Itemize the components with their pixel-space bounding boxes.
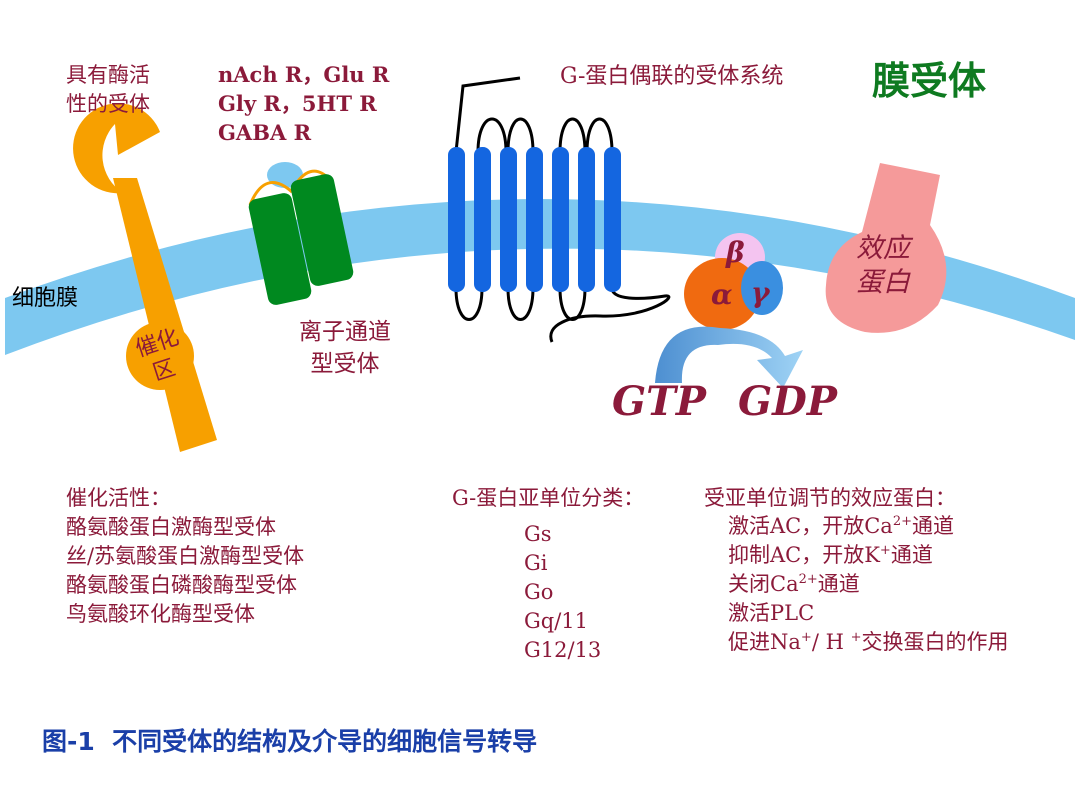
effector-list-heading: 受亚单位调节的效应蛋白： (704, 486, 956, 510)
ion-channel-label-line: 型受体 (310, 351, 380, 377)
effector-item: 促进Na+/ H +交换蛋白的作用 (728, 630, 1009, 654)
catalytic-activity-item: 鸟氨酸环化酶型受体 (66, 602, 255, 626)
ion-receptor-list-item: GABA R (218, 120, 312, 145)
enzyme-receptor-label-line: 性的受体 (66, 92, 150, 116)
effector-list: 激活AC，开放Ca2+通道 抑制AC，开放K+通道 关闭Ca2+通道 激活PLC… (728, 512, 1008, 657)
catalytic-activity-item: 酪氨酸蛋白激酶型受体 (66, 515, 276, 539)
beta-label: β (726, 236, 745, 269)
gamma-label: γ (751, 276, 770, 309)
g-subunit-heading: G-蛋白亚单位分类： (452, 486, 645, 510)
catalytic-activity-heading: 催化活性： (66, 486, 171, 510)
enzyme-receptor-shape (73, 103, 217, 452)
alpha-label: α (711, 278, 733, 311)
effector-item: 激活PLC (728, 601, 815, 625)
ion-receptor-list: nAch R，Glu R Gly R，5HT R GABA R (218, 60, 389, 147)
effector-label-line: 效应 (856, 233, 910, 264)
ion-channel-label: 离子通道 型受体 (290, 316, 400, 380)
g-subunit-list: Gs Gi Go Gq/11 G12/13 (524, 520, 601, 665)
effector-label: 效应 蛋白 (856, 232, 910, 300)
enzyme-receptor-label: 具有酶活 性的受体 (66, 61, 150, 119)
enzyme-receptor-label-line: 具有酶活 (66, 63, 150, 87)
g-subunit-item: Gi (524, 551, 548, 575)
main-title: 膜受体 (872, 59, 987, 103)
effector-item: 抑制AC，开放K+通道 (728, 543, 933, 567)
effector-item: 激活AC，开放Ca2+通道 (728, 514, 954, 538)
effector-item: 关闭Ca2+通道 (728, 572, 860, 596)
effector-label-line: 蛋白 (856, 267, 910, 298)
g-protein-shape (684, 233, 783, 330)
catalytic-activity-list: 催化活性： 酪氨酸蛋白激酶型受体 丝/苏氨酸蛋白激酶型受体 酪氨酸蛋白磷酸酶型受… (66, 484, 304, 629)
effector-protein-shape (825, 163, 947, 333)
gtp-label: GTP (612, 378, 707, 425)
gpcr-shape (448, 76, 671, 343)
gamma-subunit (741, 261, 783, 315)
catalytic-activity-item: 丝/苏氨酸蛋白激酶型受体 (66, 544, 305, 568)
catalytic-activity-item: 酪氨酸蛋白磷酸酶型受体 (66, 573, 297, 597)
ion-receptor-list-item: nAch R，Glu R (218, 62, 390, 87)
alpha-subunit (684, 258, 760, 330)
g-subunit-item: G12/13 (524, 638, 602, 662)
gdp-label: GDP (738, 378, 837, 425)
g-subunit-item: Go (524, 580, 554, 604)
g-subunit-item: Gs (524, 522, 552, 546)
ion-channel-label-line: 离子通道 (299, 319, 391, 345)
figure-caption: 图-1 不同受体的结构及介导的细胞信号转导 (42, 727, 538, 756)
ion-channel-shape (248, 162, 354, 305)
cell-membrane-label: 细胞膜 (12, 286, 79, 311)
gpcr-system-label: G-蛋白偶联的受体系统 (560, 64, 784, 89)
gtp-gdp-arrow (655, 326, 803, 388)
ion-receptor-list-item: Gly R，5HT R (218, 91, 377, 116)
g-subunit-item: Gq/11 (524, 609, 589, 633)
